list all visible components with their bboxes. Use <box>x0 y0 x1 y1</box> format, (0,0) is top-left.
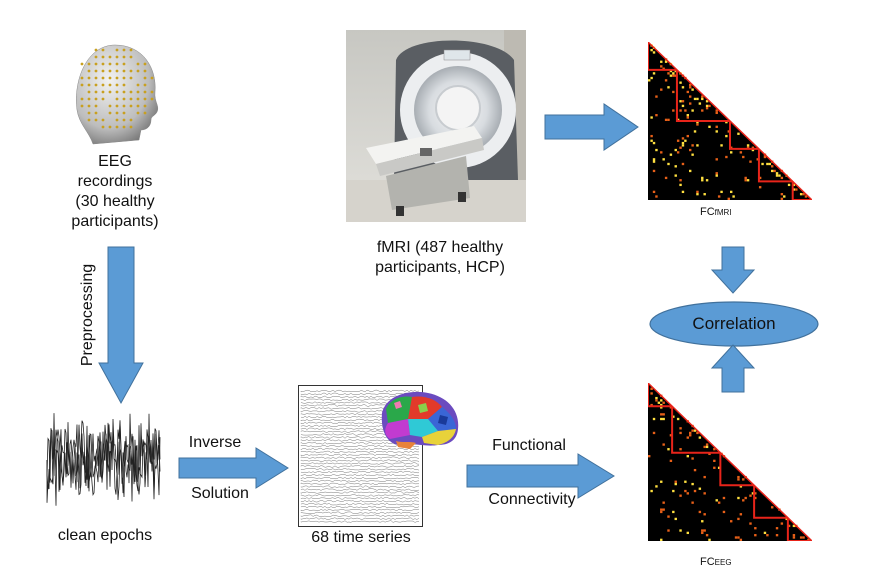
brain-parcellation-icon <box>381 391 459 449</box>
time-series-image <box>298 385 459 527</box>
fmri-label-line2: participants, HCP) <box>375 259 505 276</box>
fc-eeg-label-main: FC <box>700 556 715 568</box>
eeg-signal-image <box>46 413 161 506</box>
functional-label: Functional <box>492 437 566 454</box>
preprocessing-label-box: Preprocessing <box>76 250 100 380</box>
fmri-to-fc-arrow <box>544 103 639 151</box>
fmri-label-line1: fMRI (487 healthy <box>376 239 504 256</box>
eeg-head-icon <box>76 44 159 145</box>
fc-eeg-to-correlation-arrow <box>710 344 756 393</box>
functional-connectivity-arrow <box>466 453 615 499</box>
clean-epochs-label: clean epochs <box>57 527 153 544</box>
mri-scanner-image <box>346 30 526 222</box>
fc-eeg-label-sub: EEG <box>714 558 732 567</box>
fmri-label: fMRI (487 healthy participants, HCP) <box>350 238 530 278</box>
eeg-label-line4: participants) <box>71 213 159 230</box>
time-series-label: 68 time series <box>311 529 411 546</box>
fc-fmri-label: FCfMRI <box>700 206 770 218</box>
inverse-solution-arrow <box>178 447 289 489</box>
fc-fmri-label-main: FC <box>700 206 715 218</box>
eeg-label: EEG recordings (30 healthy participants) <box>55 152 175 232</box>
preprocessing-arrow <box>98 246 144 405</box>
inverse-label: Inverse <box>188 434 242 451</box>
fc-fmri-to-correlation-arrow <box>710 246 756 294</box>
fc-fmri-matrix <box>648 42 812 200</box>
preprocessing-label: Preprocessing <box>79 263 96 367</box>
fc-eeg-label: FCEEG <box>700 556 770 568</box>
eeg-label-line2: recordings <box>77 173 153 190</box>
connectivity-label: Connectivity <box>488 491 576 508</box>
correlation-label: Correlation <box>692 314 776 333</box>
eeg-label-line3: (30 healthy <box>75 193 155 210</box>
fc-eeg-matrix <box>648 383 812 541</box>
solution-label: Solution <box>191 485 249 502</box>
fc-fmri-label-sub: fMRI <box>714 208 732 217</box>
eeg-label-line1: EEG <box>98 153 132 170</box>
